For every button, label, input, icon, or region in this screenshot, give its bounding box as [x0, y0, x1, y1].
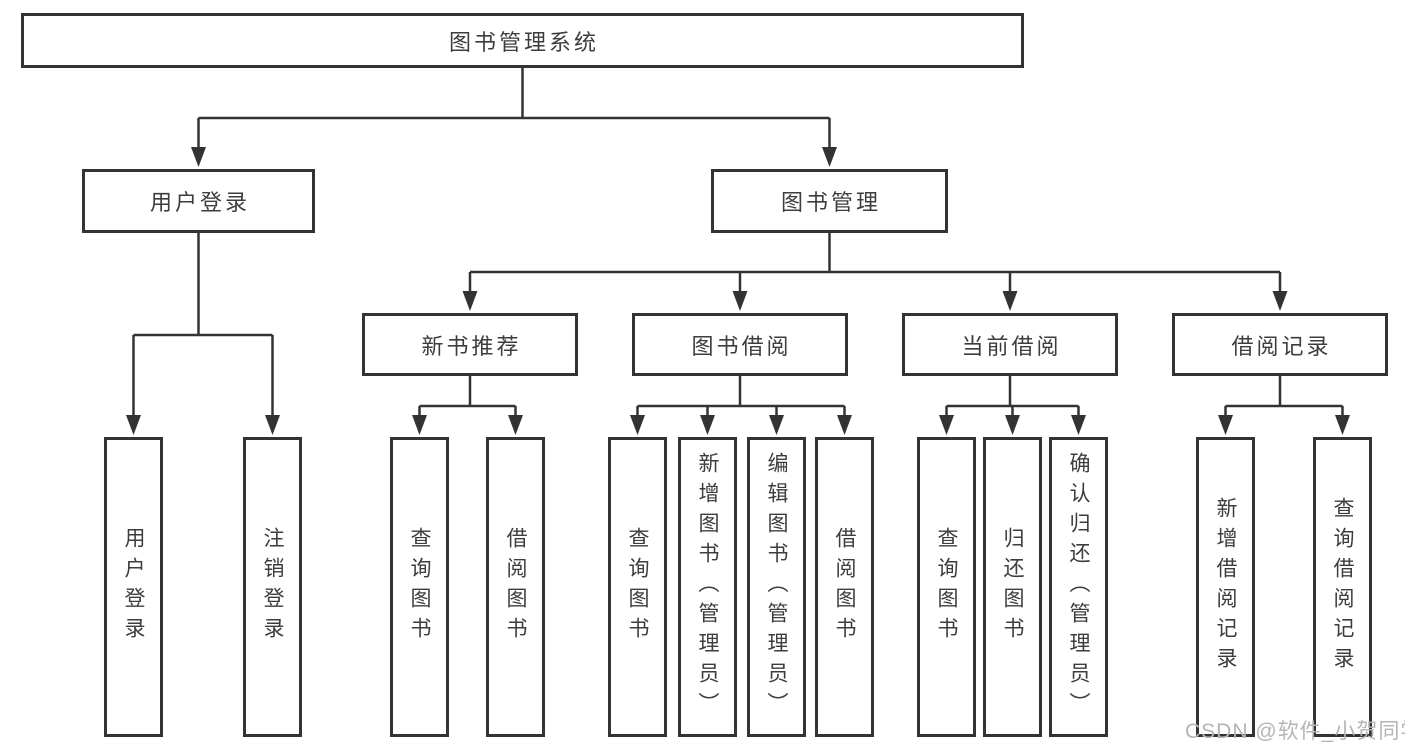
- leaf-query-books-recommend: 查询图书: [390, 437, 449, 737]
- leaf-add-book-admin: 新增图书（管理员）: [678, 437, 737, 737]
- csdn-watermark: CSDN @软件_小贺同学: [1185, 720, 1405, 743]
- node-book-management: 图书管理: [711, 169, 948, 233]
- node-book-borrowing: 图书借阅: [632, 313, 848, 376]
- node-borrowing-records: 借阅记录: [1172, 313, 1388, 376]
- leaf-edit-book-admin: 编辑图书（管理员）: [747, 437, 806, 737]
- connector-line: [132, 67, 1344, 418]
- leaf-query-books-borrow: 查询图书: [608, 437, 667, 737]
- arrowhead-triangles: [126, 147, 1350, 435]
- node-new-book-recommendation: 新书推荐: [362, 313, 578, 376]
- leaf-borrow-books-borrow: 借阅图书: [815, 437, 874, 737]
- node-user-login: 用户登录: [82, 169, 315, 233]
- leaf-confirm-return-admin: 确认归还（管理员）: [1049, 437, 1108, 737]
- leaf-return-books: 归还图书: [983, 437, 1042, 737]
- node-library-management-system: 图书管理系统: [21, 13, 1024, 68]
- leaf-logout-login: 注销登录: [243, 437, 302, 737]
- leaf-borrow-books-recommend: 借阅图书: [486, 437, 545, 737]
- leaf-query-borrow-record: 查询借阅记录: [1313, 437, 1372, 737]
- leaf-query-books-current: 查询图书: [917, 437, 976, 737]
- leaf-user-login: 用户登录: [104, 437, 163, 737]
- leaf-add-borrow-record: 新增借阅记录: [1196, 437, 1255, 737]
- node-current-borrowing: 当前借阅: [902, 313, 1118, 376]
